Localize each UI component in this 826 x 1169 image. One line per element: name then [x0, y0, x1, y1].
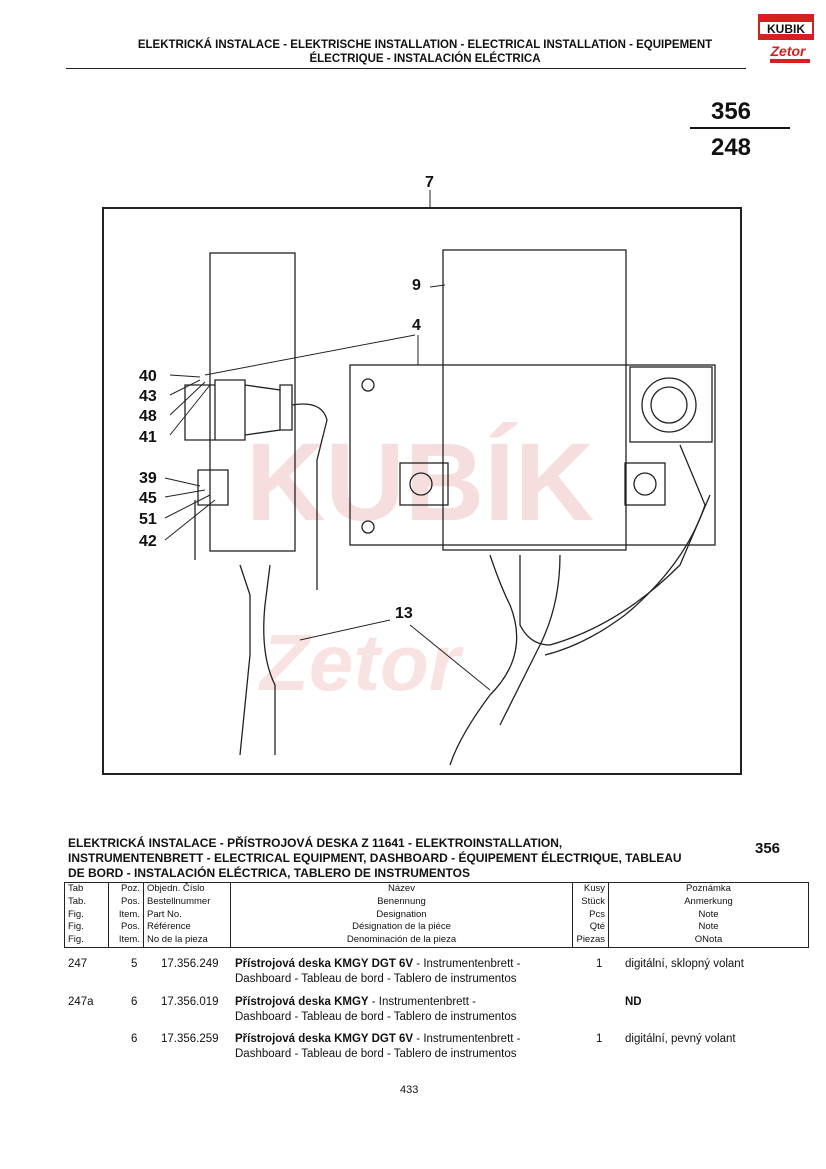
- page-ref-divider: [690, 127, 790, 129]
- dashboard-drawing: KUBÍK Zetor 7 9 4 40 43 48 41 39 45 51: [102, 174, 742, 775]
- svg-text:KUBIK: KUBIK: [767, 22, 805, 36]
- col-pos: Poz.Pos.Item.Pos.Item.: [108, 882, 144, 948]
- callout-45: 45: [139, 490, 157, 507]
- page-number: 433: [400, 1084, 419, 1096]
- page-ref-bottom: 248: [710, 134, 752, 161]
- page-header: ELEKTRICKÁ INSTALACE - ELEKTRISCHE INSTA…: [137, 39, 713, 65]
- svg-text:Zetor: Zetor: [258, 618, 464, 707]
- callout-43: 43: [139, 388, 157, 405]
- page-ref-top: 356: [710, 98, 752, 125]
- callout-13: 13: [395, 605, 413, 622]
- callout-4: 4: [412, 317, 421, 334]
- section-number: 356: [755, 840, 781, 857]
- callout-39: 39: [139, 470, 157, 487]
- kubik-zetor-logo: KUBIK Zetor: [758, 14, 814, 63]
- section-title: ELEKTRICKÁ INSTALACE - PŘÍSTROJOVÁ DESKA…: [68, 836, 682, 880]
- svg-text:KUBÍK: KUBÍK: [246, 421, 594, 544]
- callout-41: 41: [139, 429, 157, 446]
- callout-42: 42: [139, 533, 157, 550]
- callout-9: 9: [412, 277, 421, 294]
- callout-7: 7: [425, 174, 434, 191]
- callout-40: 40: [139, 368, 157, 385]
- header-divider: [66, 68, 746, 69]
- callout-51: 51: [139, 511, 157, 528]
- callout-48: 48: [139, 408, 157, 425]
- svg-text:Zetor: Zetor: [770, 43, 808, 59]
